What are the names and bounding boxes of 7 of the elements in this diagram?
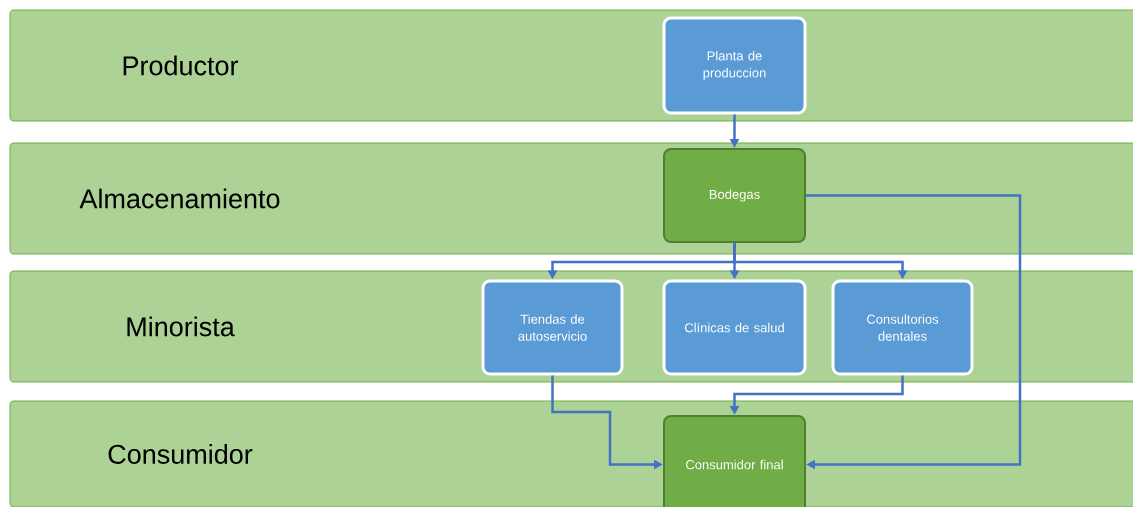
- arrow: [806, 194, 1022, 470]
- process-box: Consumidor final: [663, 415, 806, 507]
- process-box: Planta de produccion: [662, 16, 807, 115]
- process-box: Consultorios dentales: [831, 279, 974, 376]
- process-box: Tiendas de autoservicio: [481, 279, 624, 376]
- process-box: Clínicas de salud: [662, 279, 807, 376]
- process-box: Bodegas: [663, 148, 806, 243]
